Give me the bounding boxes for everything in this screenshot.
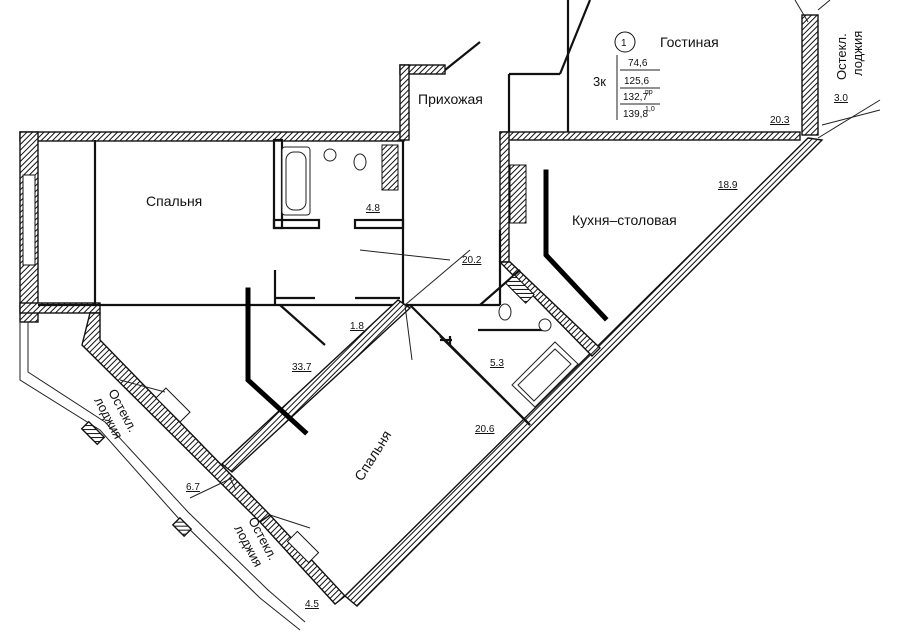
area-20-6: 20.6 xyxy=(475,424,495,435)
room-kitchen: Кухня–столовая xyxy=(572,212,677,228)
area-4-8: 4.8 xyxy=(366,203,380,214)
interior-walls xyxy=(38,0,881,473)
area-4-5: 4.5 xyxy=(305,599,319,610)
area-20-2: 20.2 xyxy=(462,255,482,266)
area-5-3: 5.3 xyxy=(490,358,504,369)
area-33-7: 33.7 xyxy=(292,362,312,373)
living-area: 74,6 xyxy=(628,58,648,69)
area-3-0: 3.0 xyxy=(834,93,848,104)
area-labels: 20.3 3.0 18.9 4.8 20.2 1.8 33.7 5.3 20.6… xyxy=(186,93,848,610)
area-6-7: 6.7 xyxy=(186,482,200,493)
room-hallway: Прихожая xyxy=(418,91,483,107)
room-bedroom-2: Спальня xyxy=(351,427,394,483)
partitions xyxy=(245,169,609,436)
apartment-type: 3к xyxy=(593,74,606,89)
fixtures xyxy=(281,144,579,408)
room-living: Гостиная xyxy=(660,34,719,50)
full-area-sup: 1,0 xyxy=(645,106,655,113)
area-20-3: 20.3 xyxy=(770,115,790,126)
reduced-area-sup: пр xyxy=(645,89,653,96)
loggia-top-right-line2: лоджия xyxy=(850,31,865,76)
total-area: 125,6 xyxy=(624,76,649,87)
full-area: 139,8 xyxy=(623,109,648,120)
room-bedroom-1: Спальня xyxy=(146,193,202,209)
area-18-9: 18.9 xyxy=(718,180,738,191)
apartment-number: 1 xyxy=(621,38,627,49)
apartment-info: 1 3к 74,6 125,6 132,7 пр 139,8 1,0 xyxy=(593,31,660,120)
area-1-8: 1.8 xyxy=(350,321,364,332)
loggia-top-right-line1: Остекл. xyxy=(834,33,849,80)
reduced-area: 132,7 xyxy=(623,92,648,103)
bottom-loggia xyxy=(189,477,347,605)
left-loggia xyxy=(19,312,311,631)
loggia-labels: Остекл. лоджия Остекл. лоджия Остекл. ло… xyxy=(91,31,865,570)
